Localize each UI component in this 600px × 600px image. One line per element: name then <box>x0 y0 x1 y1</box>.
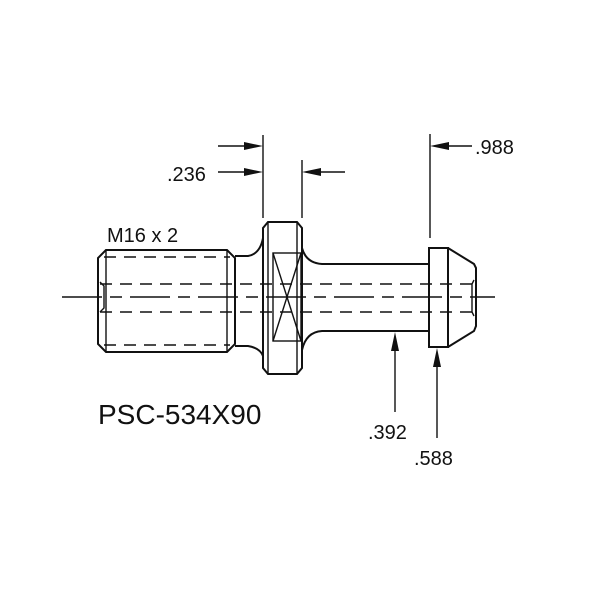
dim-neck-diameter <box>391 332 399 412</box>
dim-head-diameter-label: .588 <box>414 448 453 470</box>
dim-neck-diameter-label: .392 <box>368 422 407 444</box>
thread-spec-label: M16 x 2 <box>107 225 178 247</box>
dim-head-diameter <box>433 348 441 438</box>
left-fillet-bottom <box>235 345 264 357</box>
neck-top <box>301 247 428 265</box>
flange <box>262 221 303 375</box>
dim-overall-length-label: .988 <box>475 137 514 159</box>
head <box>428 247 477 348</box>
dim-flange-width <box>218 135 345 218</box>
dim-overall-length <box>429 134 472 238</box>
part-number-label: PSC-534X90 <box>98 399 261 430</box>
neck-bottom <box>301 330 428 351</box>
dim-flange-width-label: .236 <box>167 164 206 186</box>
left-fillet-top <box>235 237 264 257</box>
threaded-shank <box>97 249 480 353</box>
